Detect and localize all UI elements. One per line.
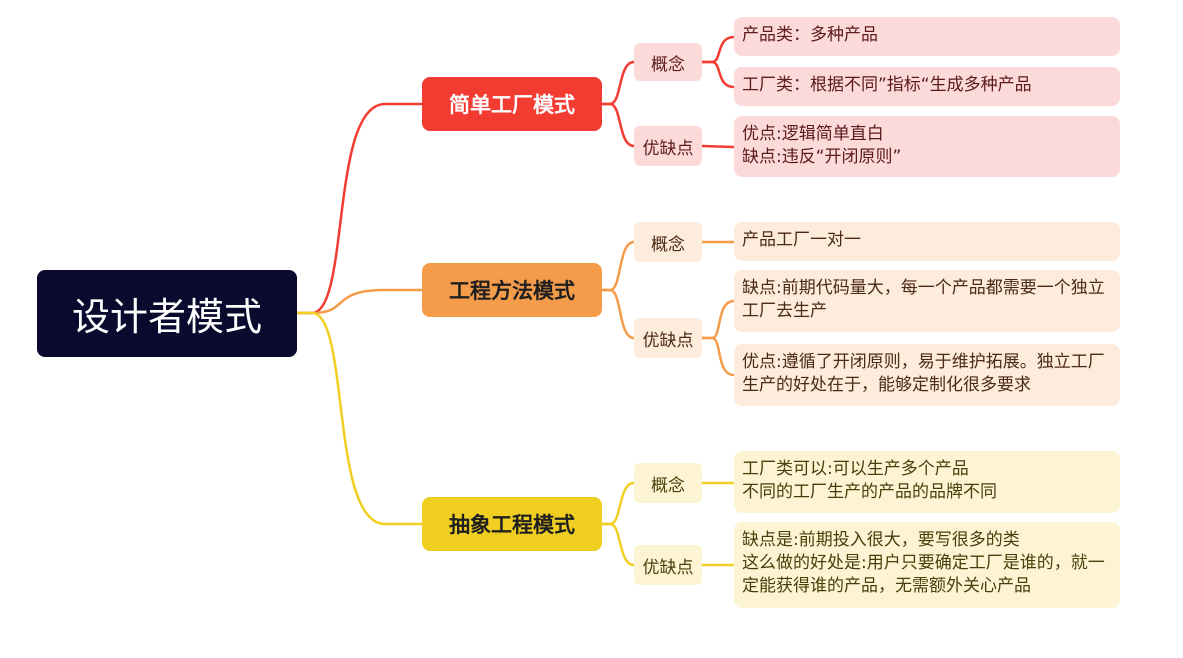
connector-line — [600, 240, 636, 292]
branch-simple-factory[interactable]: 简单工厂模式 — [422, 77, 602, 131]
connector-line — [700, 60, 736, 89]
connector-line — [700, 144, 736, 149]
sub-pros-cons[interactable]: 优缺点 — [634, 126, 702, 166]
leaf-note[interactable]: 优点:遵循了开闭原则，易于维护拓展。独立工厂生产的好处在于，能够定制化很多要求 — [734, 344, 1120, 406]
root-node[interactable]: 设计者模式 — [37, 270, 297, 357]
leaf-note[interactable]: 产品工厂一对一 — [734, 222, 1120, 261]
connector-line — [600, 522, 636, 567]
connector-line — [700, 336, 736, 377]
sub-pros-cons[interactable]: 优缺点 — [634, 545, 702, 585]
branch-abstract-factory[interactable]: 抽象工程模式 — [422, 497, 602, 551]
sub-concept[interactable]: 概念 — [634, 463, 702, 503]
connector-line — [600, 481, 636, 526]
connector-line — [700, 35, 736, 64]
sub-concept[interactable]: 概念 — [634, 222, 702, 262]
connector-line — [295, 311, 424, 526]
leaf-note[interactable]: 优点:逻辑简单直白 缺点:违反“开闭原则” — [734, 116, 1120, 177]
connector-line — [295, 288, 424, 315]
leaf-note[interactable]: 缺点是:前期投入很大，要写很多的类 这么做的好处是:用户只要确定工厂是谁的，就一… — [734, 522, 1120, 608]
sub-concept[interactable]: 概念 — [634, 43, 702, 81]
leaf-note[interactable]: 工厂类：根据不同”指标“生成多种产品 — [734, 67, 1120, 106]
connector-line — [295, 102, 424, 315]
sub-pros-cons[interactable]: 优缺点 — [634, 318, 702, 358]
branch-factory-method[interactable]: 工程方法模式 — [422, 263, 602, 317]
leaf-note[interactable]: 工厂类可以:可以生产多个产品 不同的工厂生产的产品的品牌不同 — [734, 451, 1120, 513]
connector-line — [600, 288, 636, 340]
leaf-note[interactable]: 缺点:前期代码量大，每一个产品都需要一个独立工厂去生产 — [734, 270, 1120, 332]
connector-line — [600, 60, 636, 106]
connector-line — [600, 102, 636, 148]
leaf-note[interactable]: 产品类：多种产品 — [734, 17, 1120, 56]
connector-line — [700, 299, 736, 340]
